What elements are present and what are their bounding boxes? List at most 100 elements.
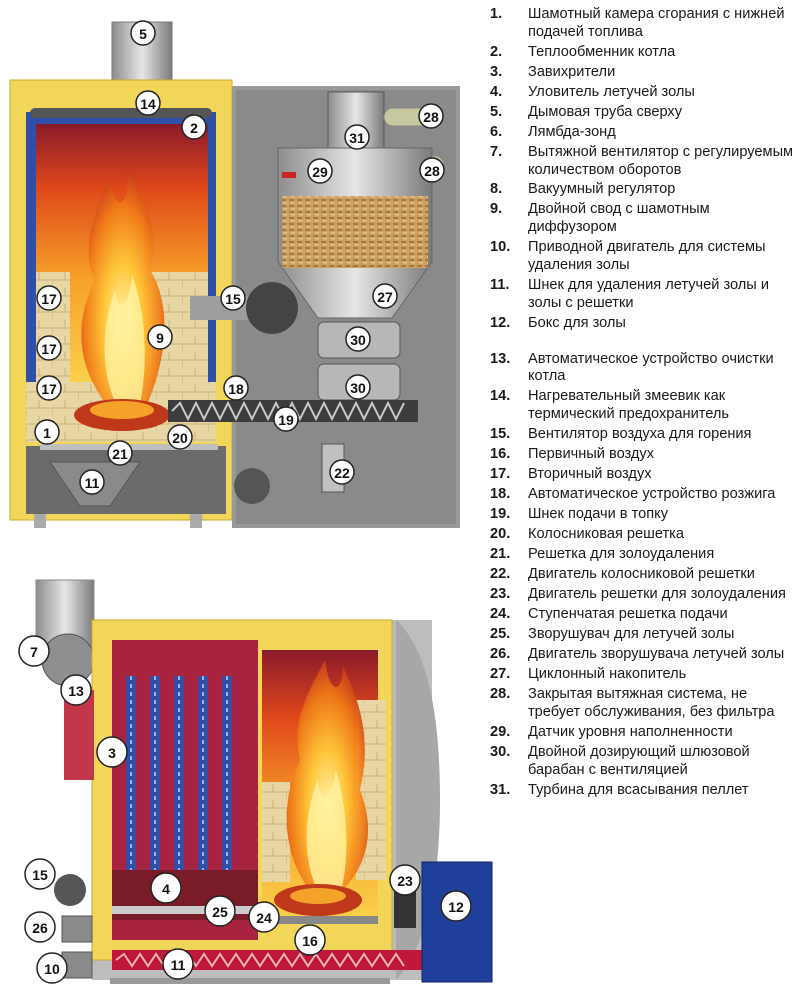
callout-circle [60, 674, 92, 706]
callout-circle [24, 911, 56, 943]
fly-ash-agitator [112, 906, 258, 914]
callout-28: 28 [419, 157, 445, 183]
legend-number: 17. [490, 466, 511, 483]
legend-number: 9. [490, 201, 503, 218]
legend-item: 10.Приводной двигатель для системы удале… [490, 239, 802, 275]
callout-number: 24 [256, 910, 272, 926]
callout-11: 11 [162, 948, 194, 980]
callout-3: 3 [96, 736, 128, 768]
callout-number: 12 [448, 899, 464, 915]
legend-text: Теплообменник котла [528, 43, 676, 60]
bottom-combustion-fan [54, 874, 86, 906]
legend-number: 5. [490, 103, 503, 120]
legend-number: 28. [490, 685, 511, 702]
callout-28: 28 [418, 103, 444, 129]
legend-item: 21.Решетка для золоудаления [490, 546, 802, 564]
callout-25: 25 [204, 895, 236, 927]
callout-circle [147, 324, 173, 350]
callout-23: 23 [389, 864, 421, 896]
legend-item: 20.Колосниковая решетка [490, 526, 802, 544]
bottom-feet [110, 978, 390, 984]
legend-item: 31.Турбина для всасывания пеллет [490, 782, 802, 800]
callout-number: 17 [41, 381, 57, 397]
combustion-air-fan [246, 282, 298, 334]
legend-text: Вентилятор воздуха для горения [528, 426, 752, 443]
callout-number: 4 [162, 881, 170, 897]
callout-1: 1 [34, 419, 60, 445]
legend-item: 26.Двигатель зворушувача летучей золы [490, 646, 802, 664]
legend-text: Закрытая вытяжная система, не требует об… [528, 685, 775, 720]
callout-26: 26 [24, 911, 56, 943]
callout-number: 15 [32, 867, 48, 883]
legend-text: Двигатель зворушувача летучей золы [528, 646, 785, 662]
legend-item: 16. Первичный воздух [490, 446, 802, 464]
legend-item: 8.Вакуумный регулятор [490, 181, 802, 199]
callout-number: 14 [140, 96, 156, 112]
legend-item: 22. Двигатель колосниковой решетки [490, 566, 802, 584]
callout-circle [345, 326, 371, 352]
legend-text: Вытяжной вентилятор с регулируемым колич… [528, 143, 794, 178]
legend-number: 2. [490, 43, 503, 60]
legend-text: Первичный воздух [528, 446, 655, 463]
legend-number: 13. [490, 350, 511, 367]
legend-item: 11. Шнек для удаления летучей золы и золы… [490, 277, 802, 313]
legend-number: 22. [490, 566, 511, 583]
callout-12: 12 [440, 890, 472, 922]
legend-text: Шнек для удаления летучей золы и золы с … [528, 277, 769, 311]
legend-item: 3.Завихрители [490, 64, 802, 82]
legend-text: Вторичный воздух [528, 466, 652, 483]
callout-number: 30 [350, 332, 366, 348]
legend-text: Турбина для всасывания пеллет [528, 781, 749, 798]
stepped-grate [262, 916, 378, 924]
legend-number: 12. [490, 314, 511, 331]
callout-22: 22 [329, 459, 355, 485]
callout-number: 28 [424, 163, 440, 179]
legend-text: Двигатель решетки для золоудаления [528, 586, 786, 603]
callout-27: 27 [372, 283, 398, 309]
callout-circle [107, 440, 133, 466]
callout-number: 11 [85, 475, 100, 491]
legend-item: 18.Автоматическое устройство розжига [490, 486, 802, 504]
legend-text: Решетка для золоудаления [528, 546, 715, 563]
callout-13: 13 [60, 674, 92, 706]
callout-5: 5 [130, 20, 156, 46]
legend-text: Бокс для золы [528, 314, 626, 331]
top-boiler [9, 21, 460, 528]
legend-item: 13.Автоматическое устройство очистки кот… [490, 351, 802, 387]
legend-text: Автоматическое устройство розжига [528, 486, 776, 503]
callout-circle [372, 283, 398, 309]
legend-item: 1.Шамотный камера сгорания с нижней пода… [490, 6, 802, 42]
callout-number: 11 [171, 957, 186, 973]
callout-number: 3 [108, 745, 116, 761]
legend-item: 19.Шнек подачи в топку [490, 506, 802, 524]
legend-item: 29.Датчик уровня наполненности [490, 724, 802, 742]
callout-number: 18 [228, 381, 244, 397]
agitator-motor [61, 915, 93, 943]
bottom-flame-core [306, 770, 347, 895]
callout-30: 30 [345, 374, 371, 400]
legend-text: Двигатель колосниковой решетки [528, 566, 755, 583]
legend-number: 11. [490, 277, 510, 294]
callout-9: 9 [147, 324, 173, 350]
legend-number: 10. [490, 239, 511, 256]
flame-core [104, 275, 145, 415]
callout-17: 17 [36, 375, 62, 401]
bottom-brick-left [262, 782, 290, 882]
legend-item: 12. Бокс для золы [490, 315, 802, 333]
callout-circle [24, 858, 56, 890]
callout-number: 10 [44, 961, 60, 977]
callout-17: 17 [36, 285, 62, 311]
callout-circle [345, 374, 371, 400]
callout-20: 20 [167, 424, 193, 450]
legend-number: 16. [490, 446, 511, 463]
legend-number: 30. [490, 743, 511, 760]
turbulator-tubes [126, 676, 232, 876]
burning-pellets-glow [90, 401, 154, 419]
callout-number: 9 [156, 330, 164, 346]
legend-number: 23. [490, 586, 511, 603]
callout-number: 1 [43, 425, 51, 441]
callout-circle [162, 948, 194, 980]
